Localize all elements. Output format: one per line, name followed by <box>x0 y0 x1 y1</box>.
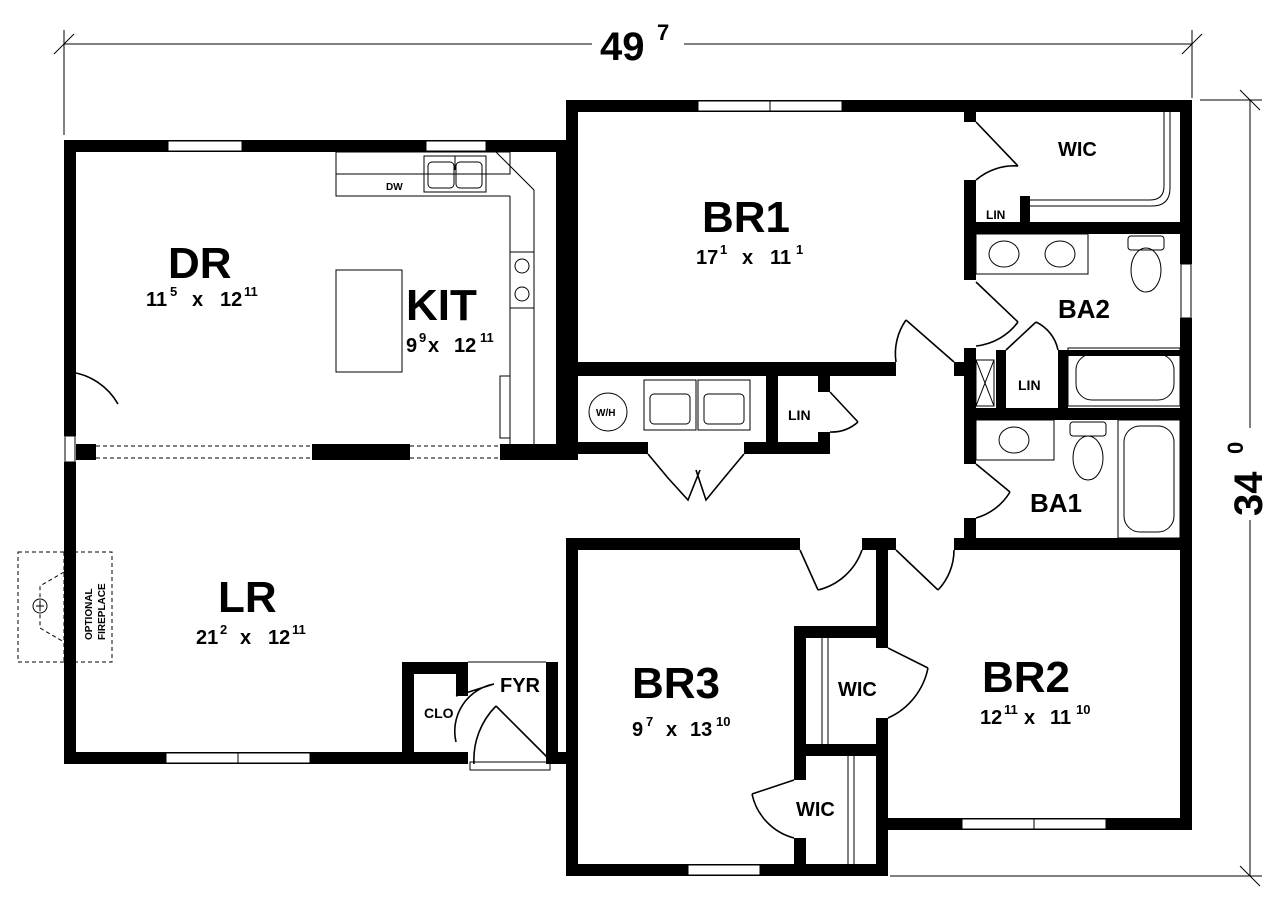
label-wic-br3-b: WIC <box>796 799 835 821</box>
dw-label: DW <box>386 182 403 193</box>
room-br2: BR2 12 11 x 11 10 <box>980 653 1090 729</box>
washer <box>643 379 697 431</box>
room-name-lr: LR <box>218 573 277 622</box>
svg-text:12: 12 <box>454 335 476 357</box>
svg-text:17: 17 <box>696 247 718 269</box>
cooktop <box>509 251 535 309</box>
svg-text:11: 11 <box>480 330 494 345</box>
svg-text:11: 11 <box>146 289 167 311</box>
svg-text:10: 10 <box>1076 702 1090 717</box>
label-lin-hall: LIN <box>788 407 811 423</box>
label-lin-ba2: LIN <box>1018 377 1041 393</box>
room-br3: BR3 9 7 x 13 10 <box>632 659 730 741</box>
svg-text:12: 12 <box>980 707 1002 729</box>
svg-text:12: 12 <box>268 627 290 649</box>
fireplace-label-2: FIREPLACE <box>97 583 108 640</box>
label-fyr: FYR <box>500 675 541 697</box>
svg-text:x: x <box>666 719 677 741</box>
svg-text:7: 7 <box>646 714 653 729</box>
room-dr: DR 11 5 x 12 11 <box>146 239 258 311</box>
svg-text:11: 11 <box>770 247 791 269</box>
svg-text:1: 1 <box>720 242 727 257</box>
wh-label: W/H <box>596 408 615 419</box>
label-ba2: BA2 <box>1058 294 1110 324</box>
interior-walls <box>76 112 1192 874</box>
room-kit: KIT 9 9 x 12 11 <box>406 281 494 357</box>
kitchen-fixtures: DW <box>335 151 535 444</box>
fireplace-flue-icon <box>32 598 48 614</box>
fireplace-label-1: OPTIONAL <box>84 588 95 640</box>
dashed-openings <box>96 445 546 663</box>
svg-text:x: x <box>1024 707 1035 729</box>
svg-text:11: 11 <box>244 284 258 299</box>
svg-text:9: 9 <box>419 330 426 345</box>
svg-text:2: 2 <box>220 622 227 637</box>
room-br1: BR1 17 1 x 11 1 <box>696 193 803 269</box>
svg-text:x: x <box>192 289 203 311</box>
depth-dimension-line: 34 0 <box>890 89 1271 887</box>
svg-text:11: 11 <box>292 622 306 637</box>
label-ba1: BA1 <box>1030 488 1082 518</box>
svg-text:1: 1 <box>796 242 803 257</box>
svg-text:x: x <box>742 247 753 269</box>
kitchen-island <box>335 269 403 373</box>
svg-text:5: 5 <box>170 284 177 299</box>
room-lr: LR 21 2 x 12 11 <box>196 573 306 649</box>
closet-rods <box>821 112 1171 864</box>
label-wic-br3-a: WIC <box>838 679 877 701</box>
svg-text:9: 9 <box>632 719 643 741</box>
svg-text:x: x <box>428 335 439 357</box>
overall-depth-text: 34 <box>1227 471 1271 516</box>
windows <box>64 100 1192 876</box>
optional-fireplace: OPTIONAL FIREPLACE <box>17 551 113 663</box>
overall-depth-sup: 0 <box>1223 442 1248 454</box>
label-wic-br1: WIC <box>1058 139 1097 161</box>
width-dimension-line: 49 7 <box>53 20 1203 135</box>
doors <box>64 121 1059 839</box>
room-name-br1: BR1 <box>702 193 790 242</box>
overall-width-text: 49 <box>600 25 645 69</box>
room-name-dr: DR <box>168 239 232 288</box>
svg-text:10: 10 <box>716 714 730 729</box>
overall-width-sup: 7 <box>657 20 669 45</box>
bathroom-fixtures <box>975 233 1181 539</box>
svg-text:13: 13 <box>690 719 712 741</box>
svg-text:11: 11 <box>1050 707 1071 729</box>
svg-text:21: 21 <box>196 627 218 649</box>
svg-text:12: 12 <box>220 289 242 311</box>
svg-text:11: 11 <box>1004 702 1018 717</box>
room-name-br2: BR2 <box>982 653 1070 702</box>
laundry-fixtures: W/H <box>588 379 751 432</box>
water-heater-icon <box>588 392 628 432</box>
label-lin-br1: LIN <box>986 208 1005 222</box>
label-clo: CLO <box>424 705 454 721</box>
room-name-br3: BR3 <box>632 659 720 708</box>
svg-text:9: 9 <box>406 335 417 357</box>
room-name-kit: KIT <box>406 281 477 330</box>
dryer <box>697 379 751 431</box>
svg-text:x: x <box>240 627 251 649</box>
